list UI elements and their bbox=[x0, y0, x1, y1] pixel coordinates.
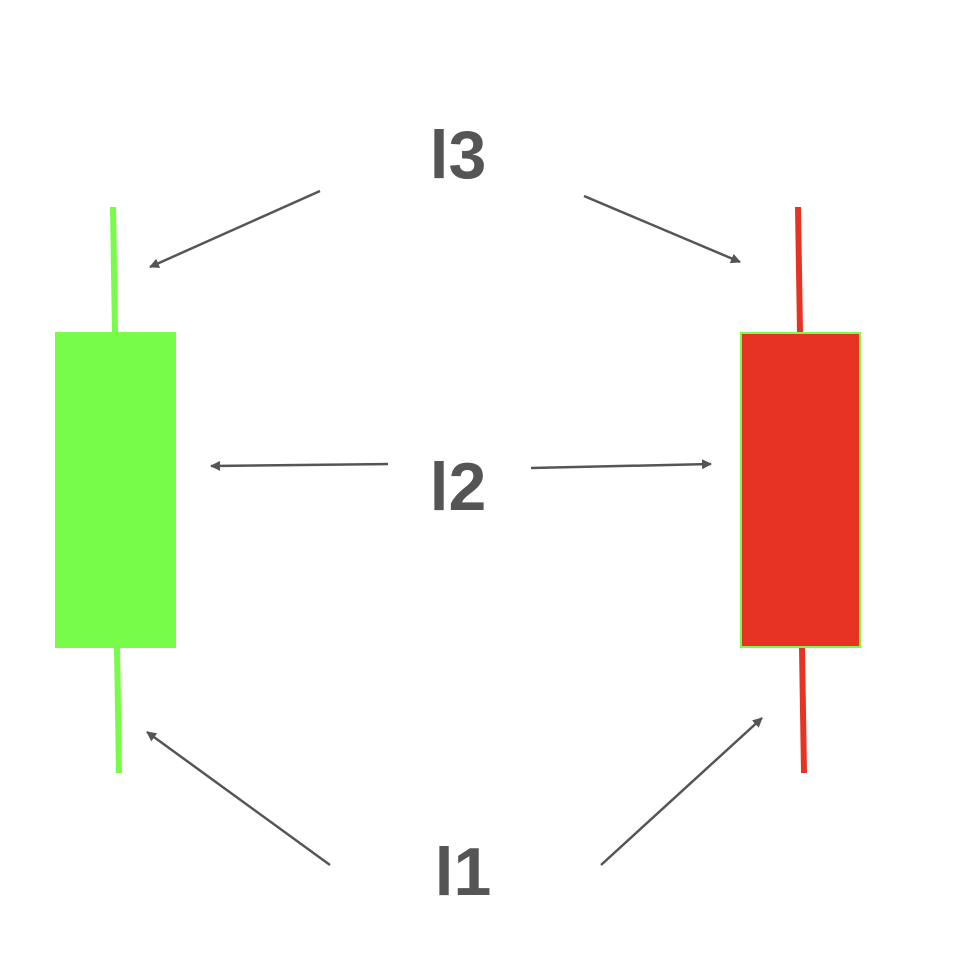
arrow-middle-left bbox=[210, 460, 389, 471]
label-bottom: l1 bbox=[435, 834, 492, 910]
bullish-body bbox=[55, 332, 176, 648]
bullish-candle bbox=[55, 206, 176, 774]
arrow-middle-right bbox=[530, 459, 712, 470]
bearish-candle bbox=[740, 206, 861, 774]
bearish-body bbox=[740, 332, 861, 648]
arrow-top-right bbox=[583, 194, 741, 264]
bullish-upper-wick bbox=[110, 206, 118, 334]
label-middle: l2 bbox=[430, 449, 487, 525]
bullish-lower-wick bbox=[114, 647, 122, 774]
bearish-lower-wick bbox=[799, 647, 807, 774]
arrow-top-left bbox=[149, 189, 321, 269]
label-top: l3 bbox=[430, 117, 487, 193]
arrow-bottom-left bbox=[146, 730, 331, 867]
arrow-bottom-right bbox=[600, 717, 763, 866]
bearish-upper-wick bbox=[795, 206, 803, 334]
arrows bbox=[146, 189, 763, 867]
